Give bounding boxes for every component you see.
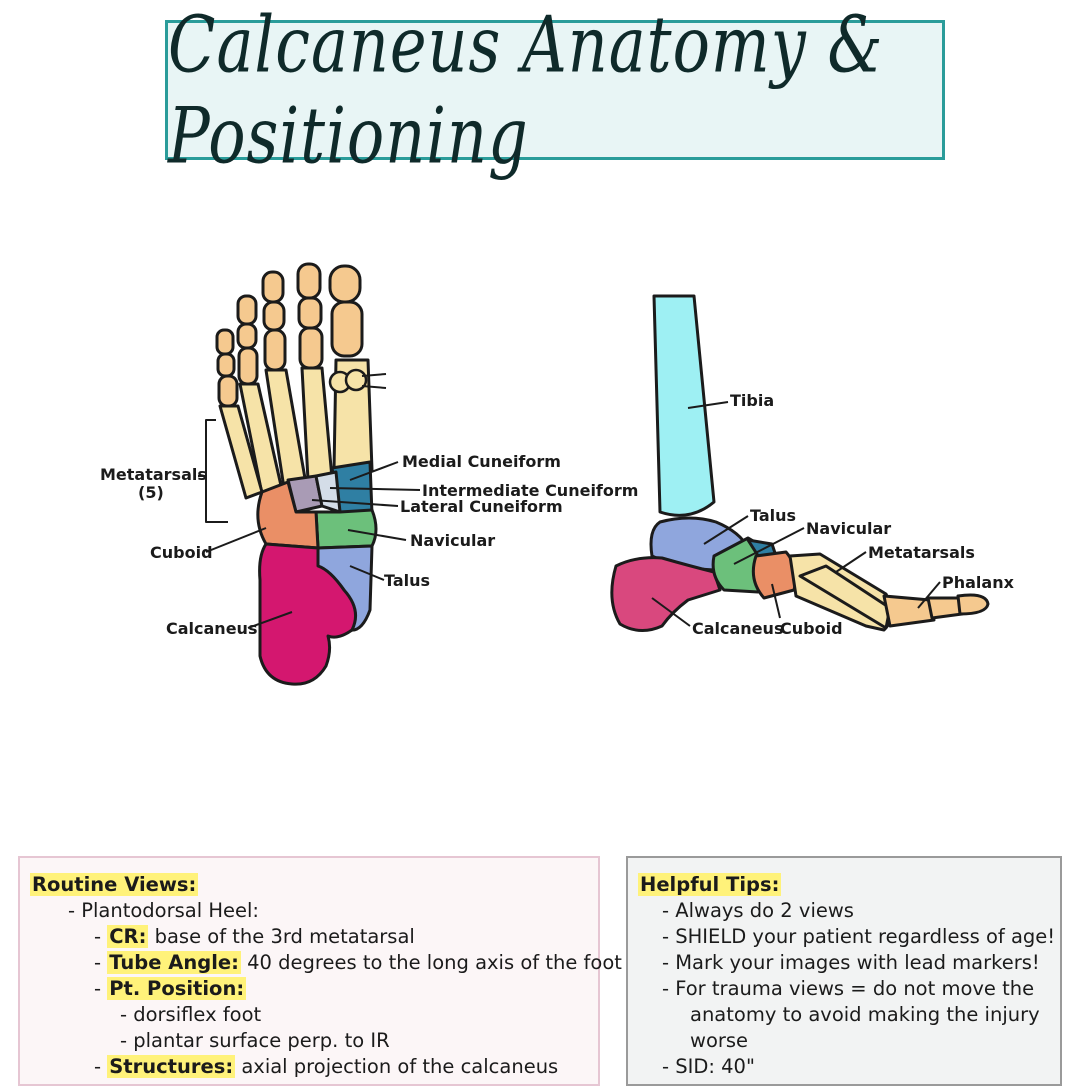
tip-item: - For trauma views = do not move the [662, 977, 1035, 1000]
routine-views-heading: Routine Views: [30, 873, 199, 896]
tube-angle-label: Tube Angle: [107, 951, 241, 974]
dorsal-foot-diagram [198, 262, 421, 686]
anatomy-diagrams: Medial Cuneiform Intermediate Cuneiform … [100, 262, 1015, 686]
lateral-leader-lines [651, 401, 941, 627]
dash: - [94, 951, 102, 974]
label-lateral-calcaneus: Calcaneus [692, 619, 783, 638]
lateral-phalanges [882, 593, 990, 628]
cuboid-bone [256, 480, 320, 550]
dorsal-metatarsals [218, 358, 374, 500]
view-name: - Plantodorsal Heel: [68, 899, 259, 922]
structures-text: axial projection of the calcaneus [241, 1055, 559, 1078]
dash: - [94, 1055, 102, 1078]
tip-item: worse [690, 1029, 749, 1052]
tube-angle-row: - Tube Angle: 40 degrees to the long axi… [30, 950, 622, 976]
label-metatarsals: Metatarsals [100, 465, 207, 484]
label-lateral-metatarsals: Metatarsals [868, 543, 975, 562]
label-metatarsals-count: (5) [138, 483, 164, 502]
label-lateral-cuboid: Cuboid [780, 619, 843, 638]
label-talus: Talus [384, 571, 430, 590]
label-calcaneus: Calcaneus [166, 619, 257, 638]
dash: - [94, 977, 102, 1000]
label-tibia: Tibia [730, 391, 774, 410]
label-phalanx: Phalanx [942, 573, 1015, 592]
tip-item: anatomy to avoid making the injury [690, 1003, 1040, 1026]
tip-item: - SHIELD your patient regardless of age! [662, 925, 1056, 948]
helpful-tips-panel: Helpful Tips: - Always do 2 views - SHIE… [626, 856, 1062, 1086]
title-banner: Calcaneus Anatomy & Positioning [165, 0, 945, 181]
label-lateral-cuneiform: Lateral Cuneiform [400, 497, 563, 516]
navicular-bone [314, 508, 378, 550]
position-item: - dorsiflex foot [120, 1003, 262, 1026]
cr-row: - CR: base of the 3rd metatarsal [30, 924, 588, 950]
label-intermediate-cuneiform: Intermediate Cuneiform [422, 481, 638, 500]
position-item: - plantar surface perp. to IR [120, 1029, 390, 1052]
label-lateral-talus: Talus [750, 506, 796, 525]
label-medial-cuneiform: Medial Cuneiform [402, 452, 561, 471]
position-label: Pt. Position: [107, 977, 247, 1000]
structures-row: - Structures: axial projection of the ca… [30, 1054, 588, 1080]
structures-label: Structures: [107, 1055, 236, 1078]
routine-views-panel: Routine Views: - Plantodorsal Heel: - CR… [18, 856, 622, 1086]
dorsal-leader-lines [198, 373, 421, 629]
label-cuboid: Cuboid [150, 543, 213, 562]
tip-item: - SID: 40" [662, 1055, 755, 1078]
cr-label: CR: [107, 925, 149, 948]
sesamoid-bones [328, 368, 368, 394]
cr-text: base of the 3rd metatarsal [154, 925, 415, 948]
page-title: Calcaneus Anatomy & Positioning [168, 0, 884, 182]
tip-item: - Always do 2 views [662, 899, 854, 922]
helpful-tips-heading: Helpful Tips: [638, 873, 782, 896]
tube-angle-text: 40 degrees to the long axis of the foot [247, 951, 622, 974]
metatarsals-bracket [205, 419, 228, 523]
lateral-foot-diagram [610, 294, 990, 632]
dorsal-phalanges [215, 262, 364, 408]
position-row: - Pt. Position: [30, 976, 588, 1002]
calcaneus-bone [258, 542, 358, 686]
label-navicular: Navicular [410, 531, 495, 550]
tibia-bone [652, 294, 716, 517]
label-lateral-navicular: Navicular [806, 519, 891, 538]
lateral-calcaneus-bone [610, 556, 722, 632]
dash: - [94, 925, 102, 948]
tip-item: - Mark your images with lead markers! [662, 951, 1040, 974]
